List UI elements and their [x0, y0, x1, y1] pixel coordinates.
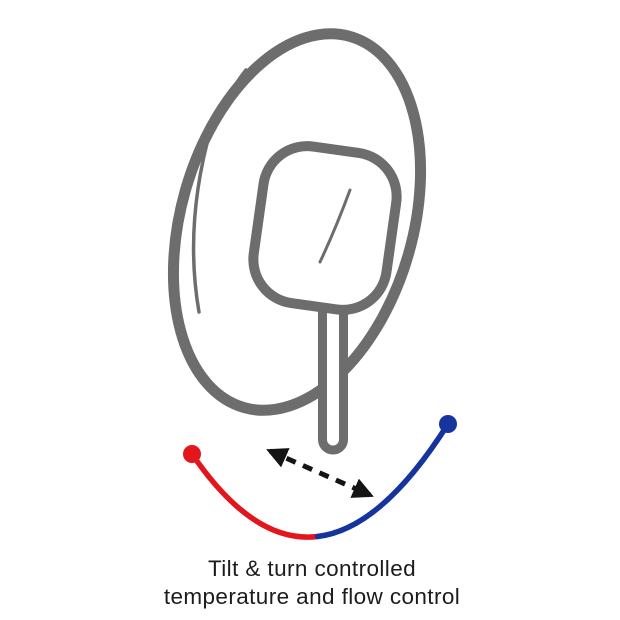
valve-illustration — [167, 28, 427, 455]
caption-line-2: temperature and flow control — [164, 584, 460, 609]
backplate-highlight-short — [213, 68, 248, 130]
temperature-arc — [189, 421, 451, 540]
backplate-highlight-long — [191, 116, 216, 314]
cold-endpoint-dot — [439, 415, 457, 433]
tilt-arrow — [266, 448, 374, 498]
control-knob — [248, 141, 402, 315]
caption-line-1: Tilt & turn controlled — [208, 556, 416, 581]
hot-endpoint-dot — [183, 445, 201, 463]
temperature-arc-hot — [189, 451, 321, 540]
tilt-arrow-line — [266, 448, 374, 498]
temperature-arc-cold — [314, 421, 451, 540]
knob-highlight — [318, 188, 352, 264]
